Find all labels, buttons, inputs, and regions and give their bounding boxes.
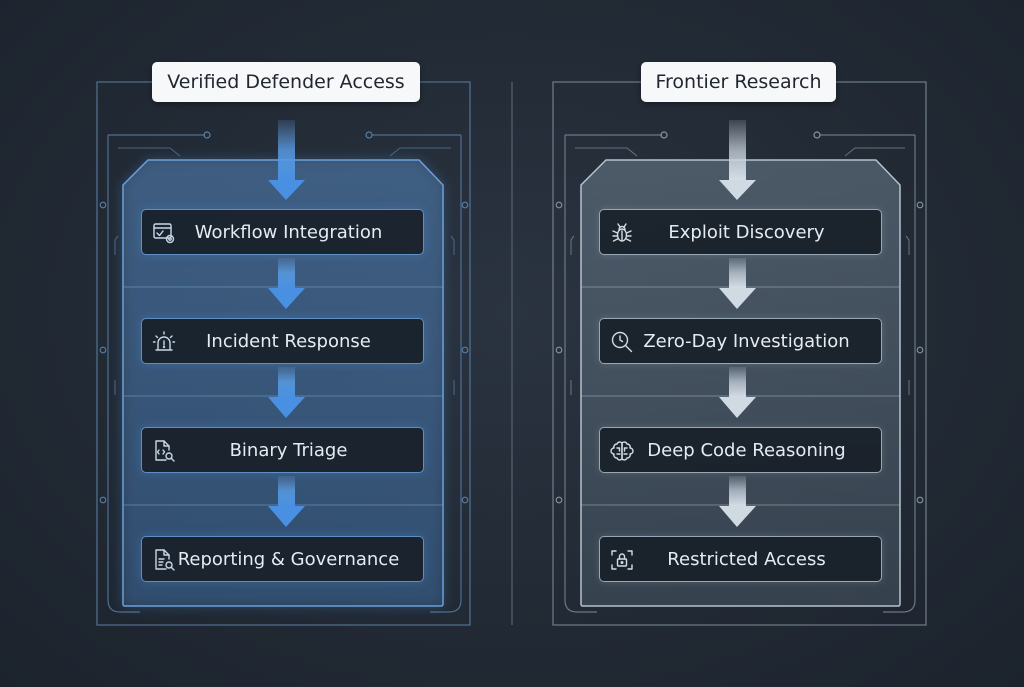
left-arrow-2	[268, 367, 305, 418]
left-arrow-3	[268, 476, 305, 527]
step-label: Incident Response	[206, 330, 371, 352]
step-restricted-access: Restricted Access	[599, 536, 882, 582]
lock-icon	[610, 548, 634, 572]
right-arrow-1	[719, 258, 756, 309]
step-zero-day-investigation: Zero-Day Investigation	[599, 318, 882, 364]
left-panel-frame	[96, 81, 471, 626]
step-label: Exploit Discovery	[668, 221, 825, 243]
step-label: Restricted Access	[667, 548, 826, 570]
right-arrow-2	[719, 367, 756, 418]
right-arrow-entry	[719, 120, 756, 200]
right-panel-frame	[552, 81, 927, 626]
right-panel-title: Frontier Research	[641, 62, 836, 102]
left-arrow-1	[268, 258, 305, 309]
step-label: Deep Code Reasoning	[647, 439, 846, 461]
brain-icon	[610, 439, 634, 463]
step-incident-response: Incident Response	[141, 318, 424, 364]
browser-gear-icon	[152, 221, 176, 245]
step-label: Binary Triage	[229, 439, 348, 461]
step-label: Workflow Integration	[194, 221, 383, 243]
step-reporting-governance: Reporting & Governance	[141, 536, 424, 582]
step-label: Zero-Day Investigation	[643, 330, 850, 352]
step-label: Reporting & Governance	[177, 548, 400, 570]
step-deep-code-reasoning: Deep Code Reasoning	[599, 427, 882, 473]
right-arrow-3	[719, 476, 756, 527]
step-binary-triage: Binary Triage	[141, 427, 424, 473]
report-search-icon	[152, 548, 176, 572]
left-panel-title: Verified Defender Access	[152, 62, 420, 102]
code-file-search-icon	[152, 439, 176, 463]
magnifier-clock-icon	[610, 330, 634, 354]
bug-icon	[610, 221, 634, 245]
step-workflow-integration: Workflow Integration	[141, 209, 424, 255]
step-exploit-discovery: Exploit Discovery	[599, 209, 882, 255]
alarm-siren-icon	[152, 330, 176, 354]
left-arrow-entry	[268, 120, 305, 200]
